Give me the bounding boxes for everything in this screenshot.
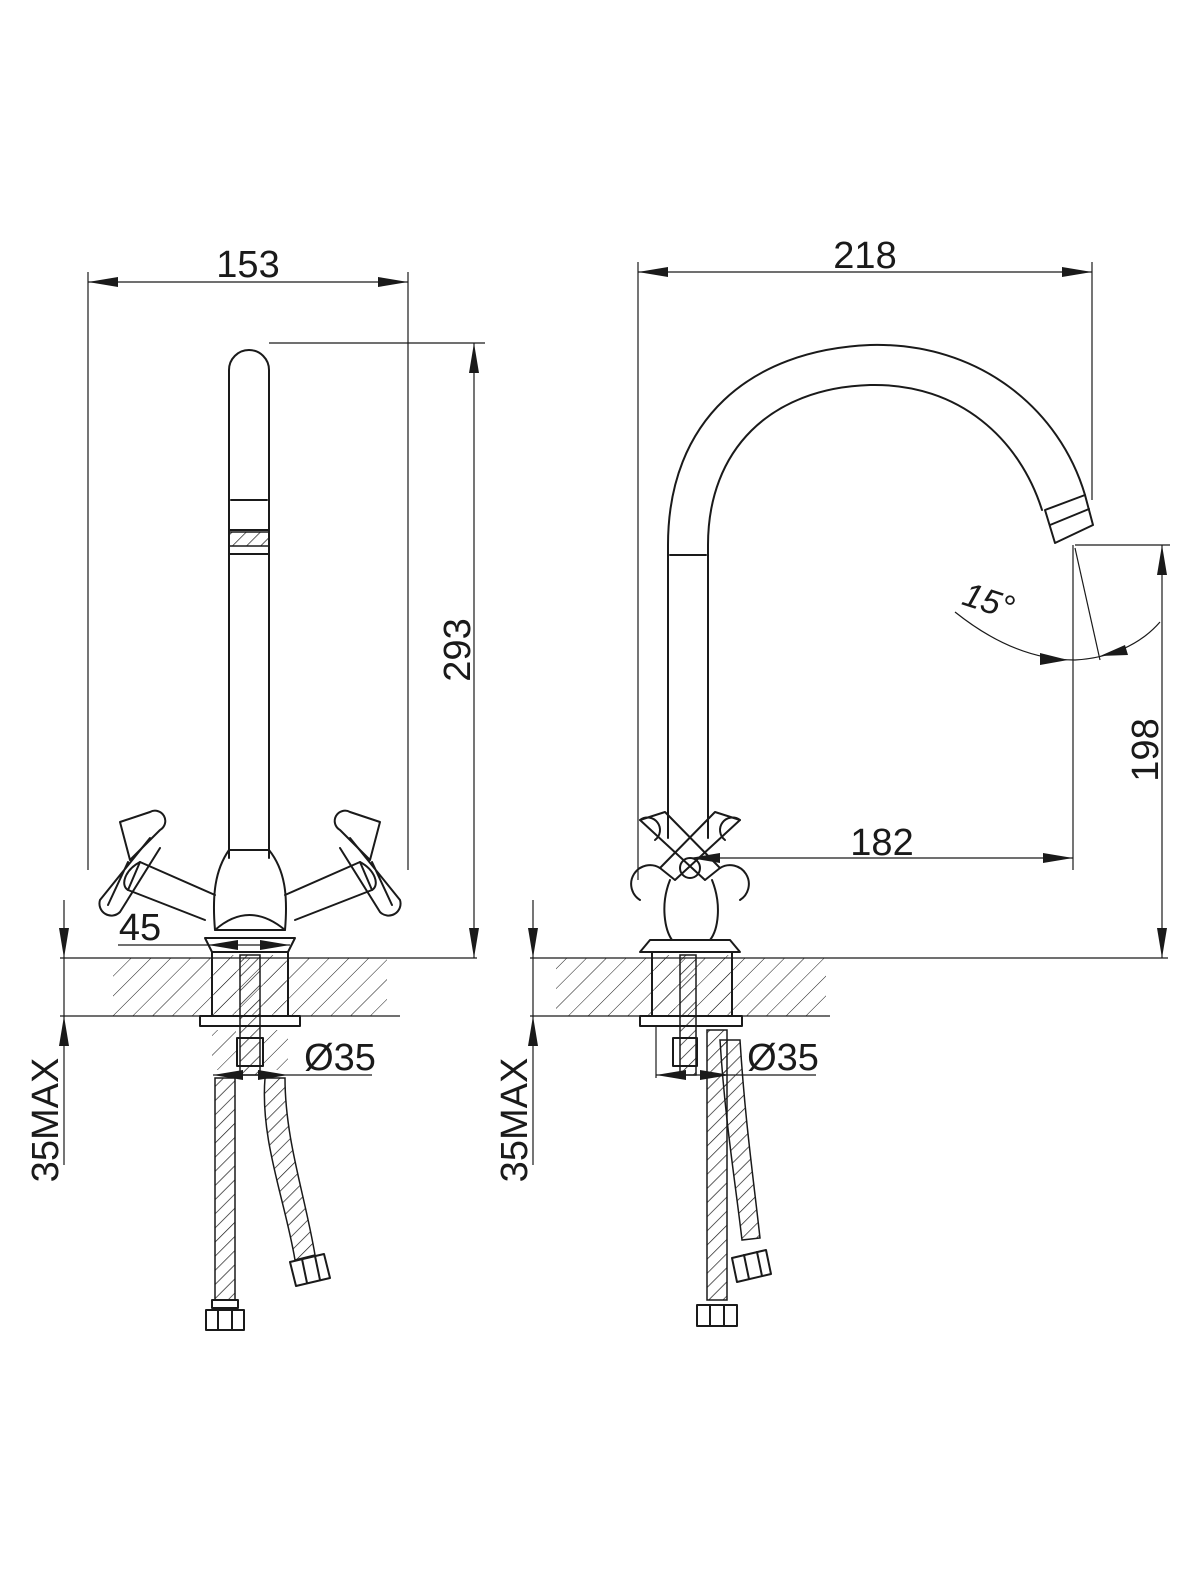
dim-label-293: 293 — [437, 618, 479, 681]
front-body — [204, 849, 296, 953]
dim-width-153: 153 — [87, 244, 409, 870]
front-hoses — [205, 1077, 331, 1331]
side-countertop — [530, 957, 1168, 1017]
front-mounting-shank — [199, 951, 301, 1076]
dim-counter-front: 35MAX — [25, 900, 69, 1182]
dim-base-45: 45 — [118, 907, 290, 950]
dim-label-counter-front: 35MAX — [25, 1058, 67, 1183]
front-right-handle — [284, 809, 402, 921]
side-hoses — [696, 1029, 772, 1327]
dim-hole-35-side: Ø35 — [656, 1037, 819, 1080]
dim-label-153: 153 — [216, 244, 279, 286]
dim-angle-15: 15° — [954, 547, 1161, 665]
dim-label-218: 218 — [833, 235, 896, 277]
dim-height-198: 198 — [1075, 544, 1170, 958]
front-left-handle — [98, 809, 216, 921]
front-spout — [228, 349, 270, 859]
dim-label-counter-side: 35MAX — [494, 1058, 536, 1183]
side-handle-body — [630, 811, 750, 953]
dim-reach-182: 182 — [690, 545, 1074, 870]
side-mounting-shank — [639, 951, 743, 1078]
dim-reach-218: 218 — [637, 235, 1093, 880]
dim-label-hole-front: Ø35 — [304, 1037, 376, 1079]
side-spout — [667, 343, 1094, 839]
dim-label-angle: 15° — [958, 576, 1019, 628]
dim-label-hole-side: Ø35 — [747, 1037, 819, 1079]
dim-label-198: 198 — [1125, 718, 1167, 781]
dim-counter-side: 35MAX — [494, 900, 538, 1182]
front-view: 153 293 45 Ø35 35MAX — [25, 244, 485, 1331]
dim-hole-35-front: Ø35 — [213, 1037, 376, 1080]
dim-label-182: 182 — [850, 822, 913, 864]
dim-height-293: 293 — [269, 342, 485, 958]
side-view: 218 182 198 15° — [494, 235, 1170, 1327]
dim-label-45: 45 — [119, 907, 161, 949]
